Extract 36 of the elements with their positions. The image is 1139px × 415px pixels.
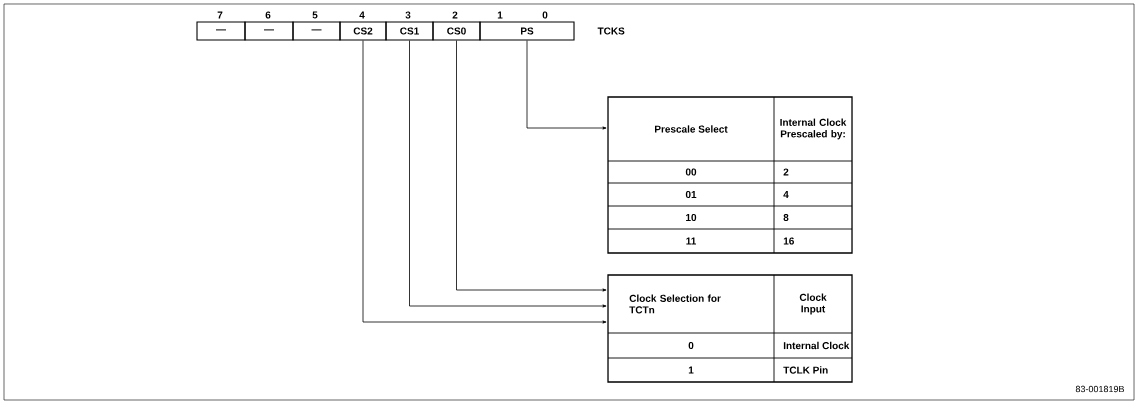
arrow [409,40,607,308]
register-bit-cell: CS1 [385,21,434,41]
arrow [362,40,607,324]
table-cell: Clock Input [799,293,827,315]
arrow [526,40,607,130]
table-cell: Prescale Select [655,125,728,133]
table-cell: 16 [783,237,794,245]
bit-number: 3 [405,11,411,19]
bit-number: 2 [452,11,458,19]
bit-number: 7 [217,11,223,19]
table-cell: 2 [783,168,789,176]
bit-number: 6 [265,11,271,19]
register-bit-cell: PS [479,21,575,41]
table-cell: 4 [783,191,789,198]
table-cell: 01 [685,190,697,199]
register-bit-cell: CS2 [339,21,387,41]
table-cell: TCLK Pin [783,366,828,374]
bit-number: 5 [312,11,318,19]
register-bit-cell: — [292,21,341,41]
table-cell: Internal Clock Prescaled by: [780,118,847,140]
bit-number: 4 [359,11,365,19]
table-cell: 8 [783,213,789,222]
arrow [456,40,607,292]
bit-number: 1 [497,11,503,19]
figure-number: 83-001819B [1075,385,1124,393]
table-cell: 1 [688,366,694,374]
table-cell: 10 [686,213,697,222]
register-bit-cell: — [196,21,246,41]
table-cell: Clock Selection for TCTn [629,294,721,314]
table-cell: 11 [686,237,696,245]
register-name: TCKS [597,27,625,35]
table-cell: Internal Clock [783,341,850,350]
register-bit-cell: — [244,21,294,41]
table-cell: 00 [685,168,697,176]
register-bit-cell: CS0 [432,21,481,41]
table-cell: 0 [688,341,694,350]
